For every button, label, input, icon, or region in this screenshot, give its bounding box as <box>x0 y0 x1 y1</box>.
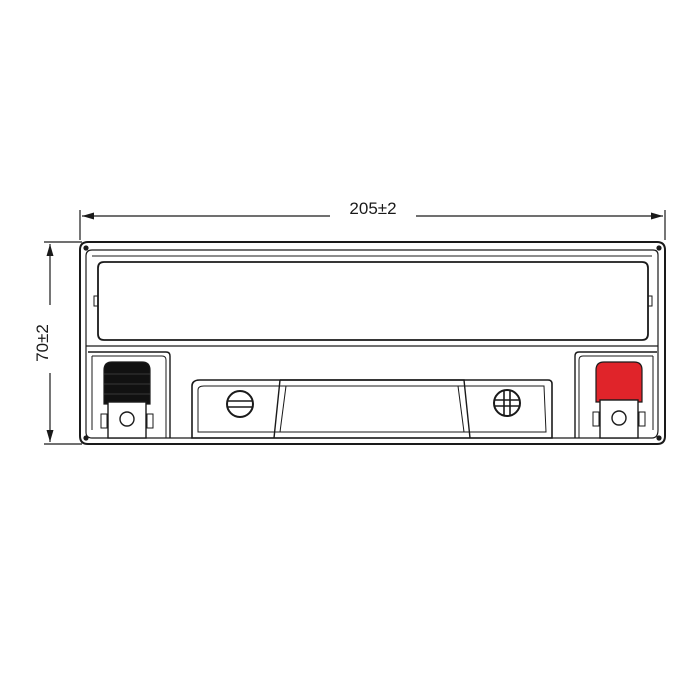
width-arrow-left <box>82 212 94 220</box>
corner-dot-top-left <box>83 245 89 251</box>
negative-terminal <box>100 361 154 439</box>
positive-terminal <box>592 361 646 439</box>
corner-dot-top-right <box>656 245 662 251</box>
negative-terminal-cap <box>103 361 151 405</box>
height-arrow-bottom <box>46 430 54 442</box>
corner-dot-bottom-right <box>656 435 662 441</box>
battery-case <box>79 241 666 445</box>
width-arrow-right <box>651 212 663 220</box>
negative-terminal-hole <box>119 411 135 427</box>
corner-dot-bottom-left <box>83 435 89 441</box>
battery-lid <box>86 255 658 347</box>
right-screw-icon <box>493 389 521 417</box>
height-dimension: 70±2 <box>30 241 82 445</box>
positive-terminal-hole <box>611 410 627 426</box>
width-dimension-label: 205±2 <box>349 199 396 218</box>
width-dimension: 205±2 <box>79 197 666 240</box>
left-screw-icon <box>226 390 254 418</box>
height-arrow-top <box>46 244 54 256</box>
positive-terminal-recess <box>574 351 657 438</box>
center-plate <box>191 379 553 439</box>
positive-terminal-cap <box>595 361 643 403</box>
negative-terminal-recess <box>88 351 171 438</box>
height-dimension-label: 70±2 <box>33 324 52 362</box>
